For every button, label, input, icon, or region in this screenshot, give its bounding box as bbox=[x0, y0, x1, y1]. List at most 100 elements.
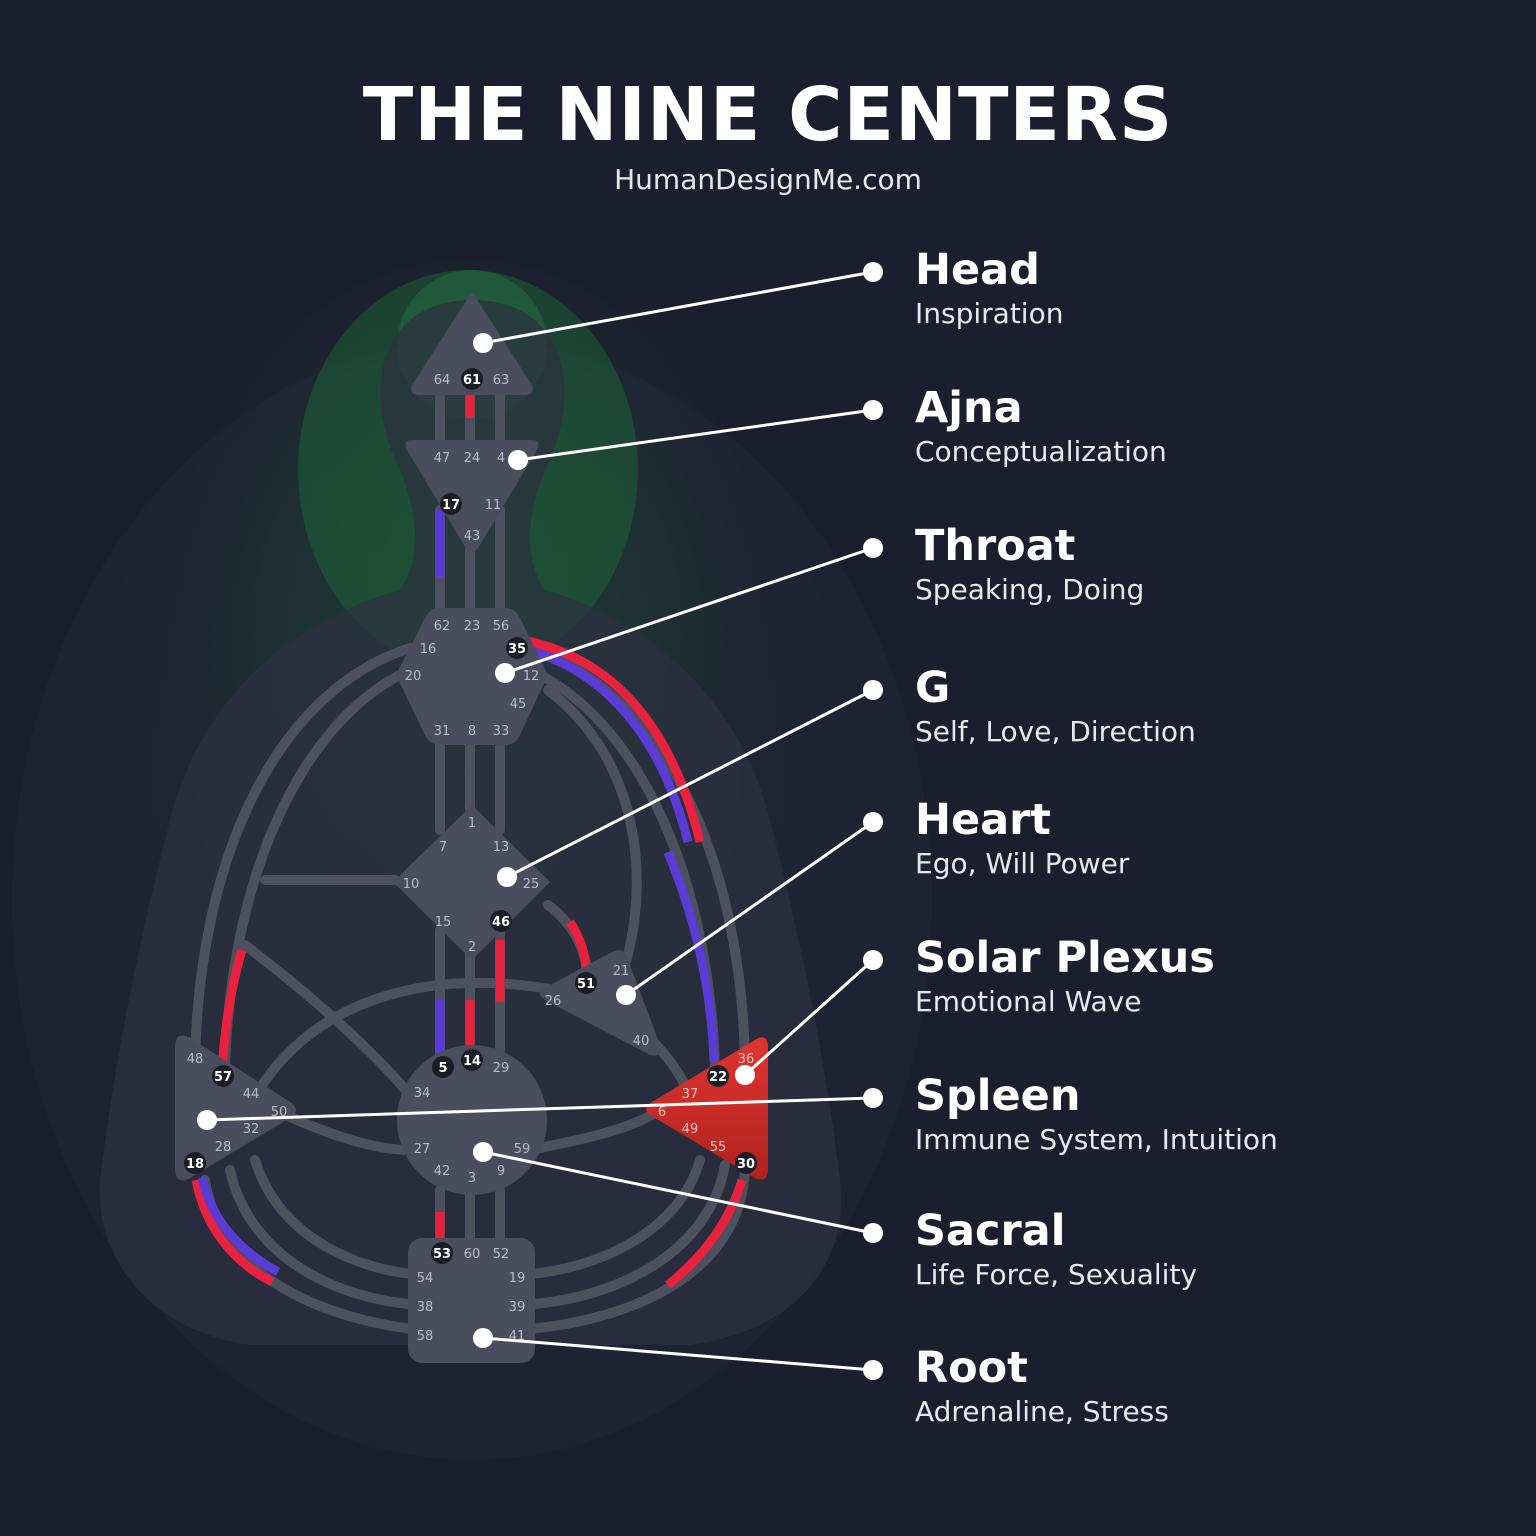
gate-54-label: 54 bbox=[417, 1271, 434, 1286]
sacral-leader-line bbox=[482, 1150, 874, 1235]
heart-center-dot bbox=[616, 985, 636, 1005]
gate-38-label: 38 bbox=[417, 1300, 434, 1315]
gate-13-label: 13 bbox=[493, 840, 510, 855]
gate-14-label: 14 bbox=[463, 1054, 481, 1069]
page-subtitle: HumanDesignMe.com bbox=[614, 163, 922, 196]
gate-27-label: 27 bbox=[414, 1142, 431, 1157]
gate-10-label: 10 bbox=[403, 877, 420, 892]
head-center-dot bbox=[473, 333, 493, 353]
gate-45-label: 45 bbox=[510, 697, 527, 712]
head-leader-line bbox=[482, 270, 874, 345]
gate-51-marker bbox=[575, 972, 597, 994]
gate-20-label: 20 bbox=[405, 669, 422, 684]
gate-29-label: 29 bbox=[493, 1061, 510, 1076]
gate-30-label: 30 bbox=[737, 1157, 755, 1172]
gate-42-label: 42 bbox=[434, 1164, 451, 1179]
gate-12-label: 12 bbox=[523, 669, 540, 684]
gate-56-label: 56 bbox=[493, 619, 510, 634]
gate-61-marker bbox=[461, 368, 483, 390]
legend-description: Self, Love, Direction bbox=[915, 715, 1196, 748]
legend-name: Sacral bbox=[915, 1206, 1066, 1256]
legend-name: Head bbox=[915, 245, 1040, 295]
gate-15-label: 15 bbox=[435, 915, 452, 930]
heart-leader-line bbox=[625, 820, 874, 997]
gate-58-label: 58 bbox=[417, 1329, 434, 1344]
gate-25-label: 25 bbox=[523, 877, 540, 892]
leader-lines bbox=[197, 262, 883, 1380]
legend-name: Solar Plexus bbox=[915, 933, 1215, 983]
g-leader-line bbox=[506, 688, 874, 879]
gate-7-label: 7 bbox=[439, 840, 447, 855]
gate-30-marker bbox=[735, 1152, 757, 1174]
gate-37-label: 37 bbox=[682, 1087, 699, 1102]
ajna-legend-dot bbox=[863, 400, 883, 420]
gate-52-label: 52 bbox=[493, 1247, 510, 1262]
gate-31-label: 31 bbox=[434, 724, 451, 739]
solar-plexus-leader-line bbox=[743, 958, 875, 1077]
heart-legend-dot bbox=[863, 812, 883, 832]
gate-5-label: 5 bbox=[438, 1061, 447, 1076]
gate-1-label: 1 bbox=[468, 816, 476, 831]
gate-5-marker bbox=[432, 1056, 454, 1078]
gate-34-label: 34 bbox=[414, 1086, 431, 1101]
gate-2-label: 2 bbox=[468, 940, 476, 955]
gate-51-label: 51 bbox=[577, 977, 595, 992]
ajna-center-dot bbox=[508, 450, 528, 470]
gate-35-marker bbox=[506, 637, 528, 659]
legend-name: G bbox=[915, 663, 951, 713]
gate-18-marker bbox=[184, 1152, 206, 1174]
root-legend-dot bbox=[863, 1360, 883, 1380]
legend-name: Spleen bbox=[915, 1071, 1081, 1121]
sacral-legend-dot bbox=[863, 1223, 883, 1243]
legend-description: Inspiration bbox=[915, 297, 1064, 330]
gate-63-label: 63 bbox=[493, 373, 510, 388]
gate-46-label: 46 bbox=[492, 915, 510, 930]
solar-plexus-center-dot bbox=[735, 1065, 755, 1085]
spleen-legend-dot bbox=[863, 1088, 883, 1108]
gate-32-label: 32 bbox=[243, 1122, 260, 1137]
legend-description: Adrenaline, Stress bbox=[915, 1395, 1169, 1428]
gate-9-label: 9 bbox=[497, 1164, 505, 1179]
gate-35-label: 35 bbox=[508, 642, 526, 657]
gate-57-marker bbox=[212, 1065, 234, 1087]
gate-49-label: 49 bbox=[682, 1122, 699, 1137]
ajna-center-shape bbox=[405, 440, 539, 552]
gate-6-label: 6 bbox=[658, 1105, 666, 1120]
legend-name: Throat bbox=[915, 521, 1076, 571]
gate-48-label: 48 bbox=[187, 1052, 204, 1067]
throat-center-dot bbox=[495, 663, 515, 683]
gate-26-label: 26 bbox=[545, 994, 562, 1009]
activations bbox=[191, 395, 747, 1289]
legend-description: Ego, Will Power bbox=[915, 847, 1130, 880]
throat-legend-dot bbox=[863, 538, 883, 558]
gate-53-label: 53 bbox=[433, 1247, 451, 1262]
gate-22-marker bbox=[707, 1065, 729, 1087]
gate-33-label: 33 bbox=[493, 724, 510, 739]
gate-3-label: 3 bbox=[468, 1171, 476, 1186]
page-title: THE NINE CENTERS bbox=[362, 72, 1174, 158]
gate-28-label: 28 bbox=[215, 1140, 232, 1155]
gate-55-label: 55 bbox=[710, 1140, 727, 1155]
gate-59-label: 59 bbox=[514, 1142, 531, 1157]
gate-17-marker bbox=[440, 493, 462, 515]
gate-40-label: 40 bbox=[633, 1034, 650, 1049]
gate-16-label: 16 bbox=[420, 642, 437, 657]
gate-61-label: 61 bbox=[463, 373, 481, 388]
gate-46-marker bbox=[490, 910, 512, 932]
head-legend-dot bbox=[863, 262, 883, 282]
gate-19-label: 19 bbox=[509, 1271, 526, 1286]
gate-14-marker bbox=[461, 1049, 483, 1071]
gate-53-marker bbox=[431, 1242, 453, 1264]
ajna-leader-line bbox=[517, 408, 874, 462]
gate-4-label: 4 bbox=[497, 451, 505, 466]
gate-36-label: 36 bbox=[738, 1052, 755, 1067]
